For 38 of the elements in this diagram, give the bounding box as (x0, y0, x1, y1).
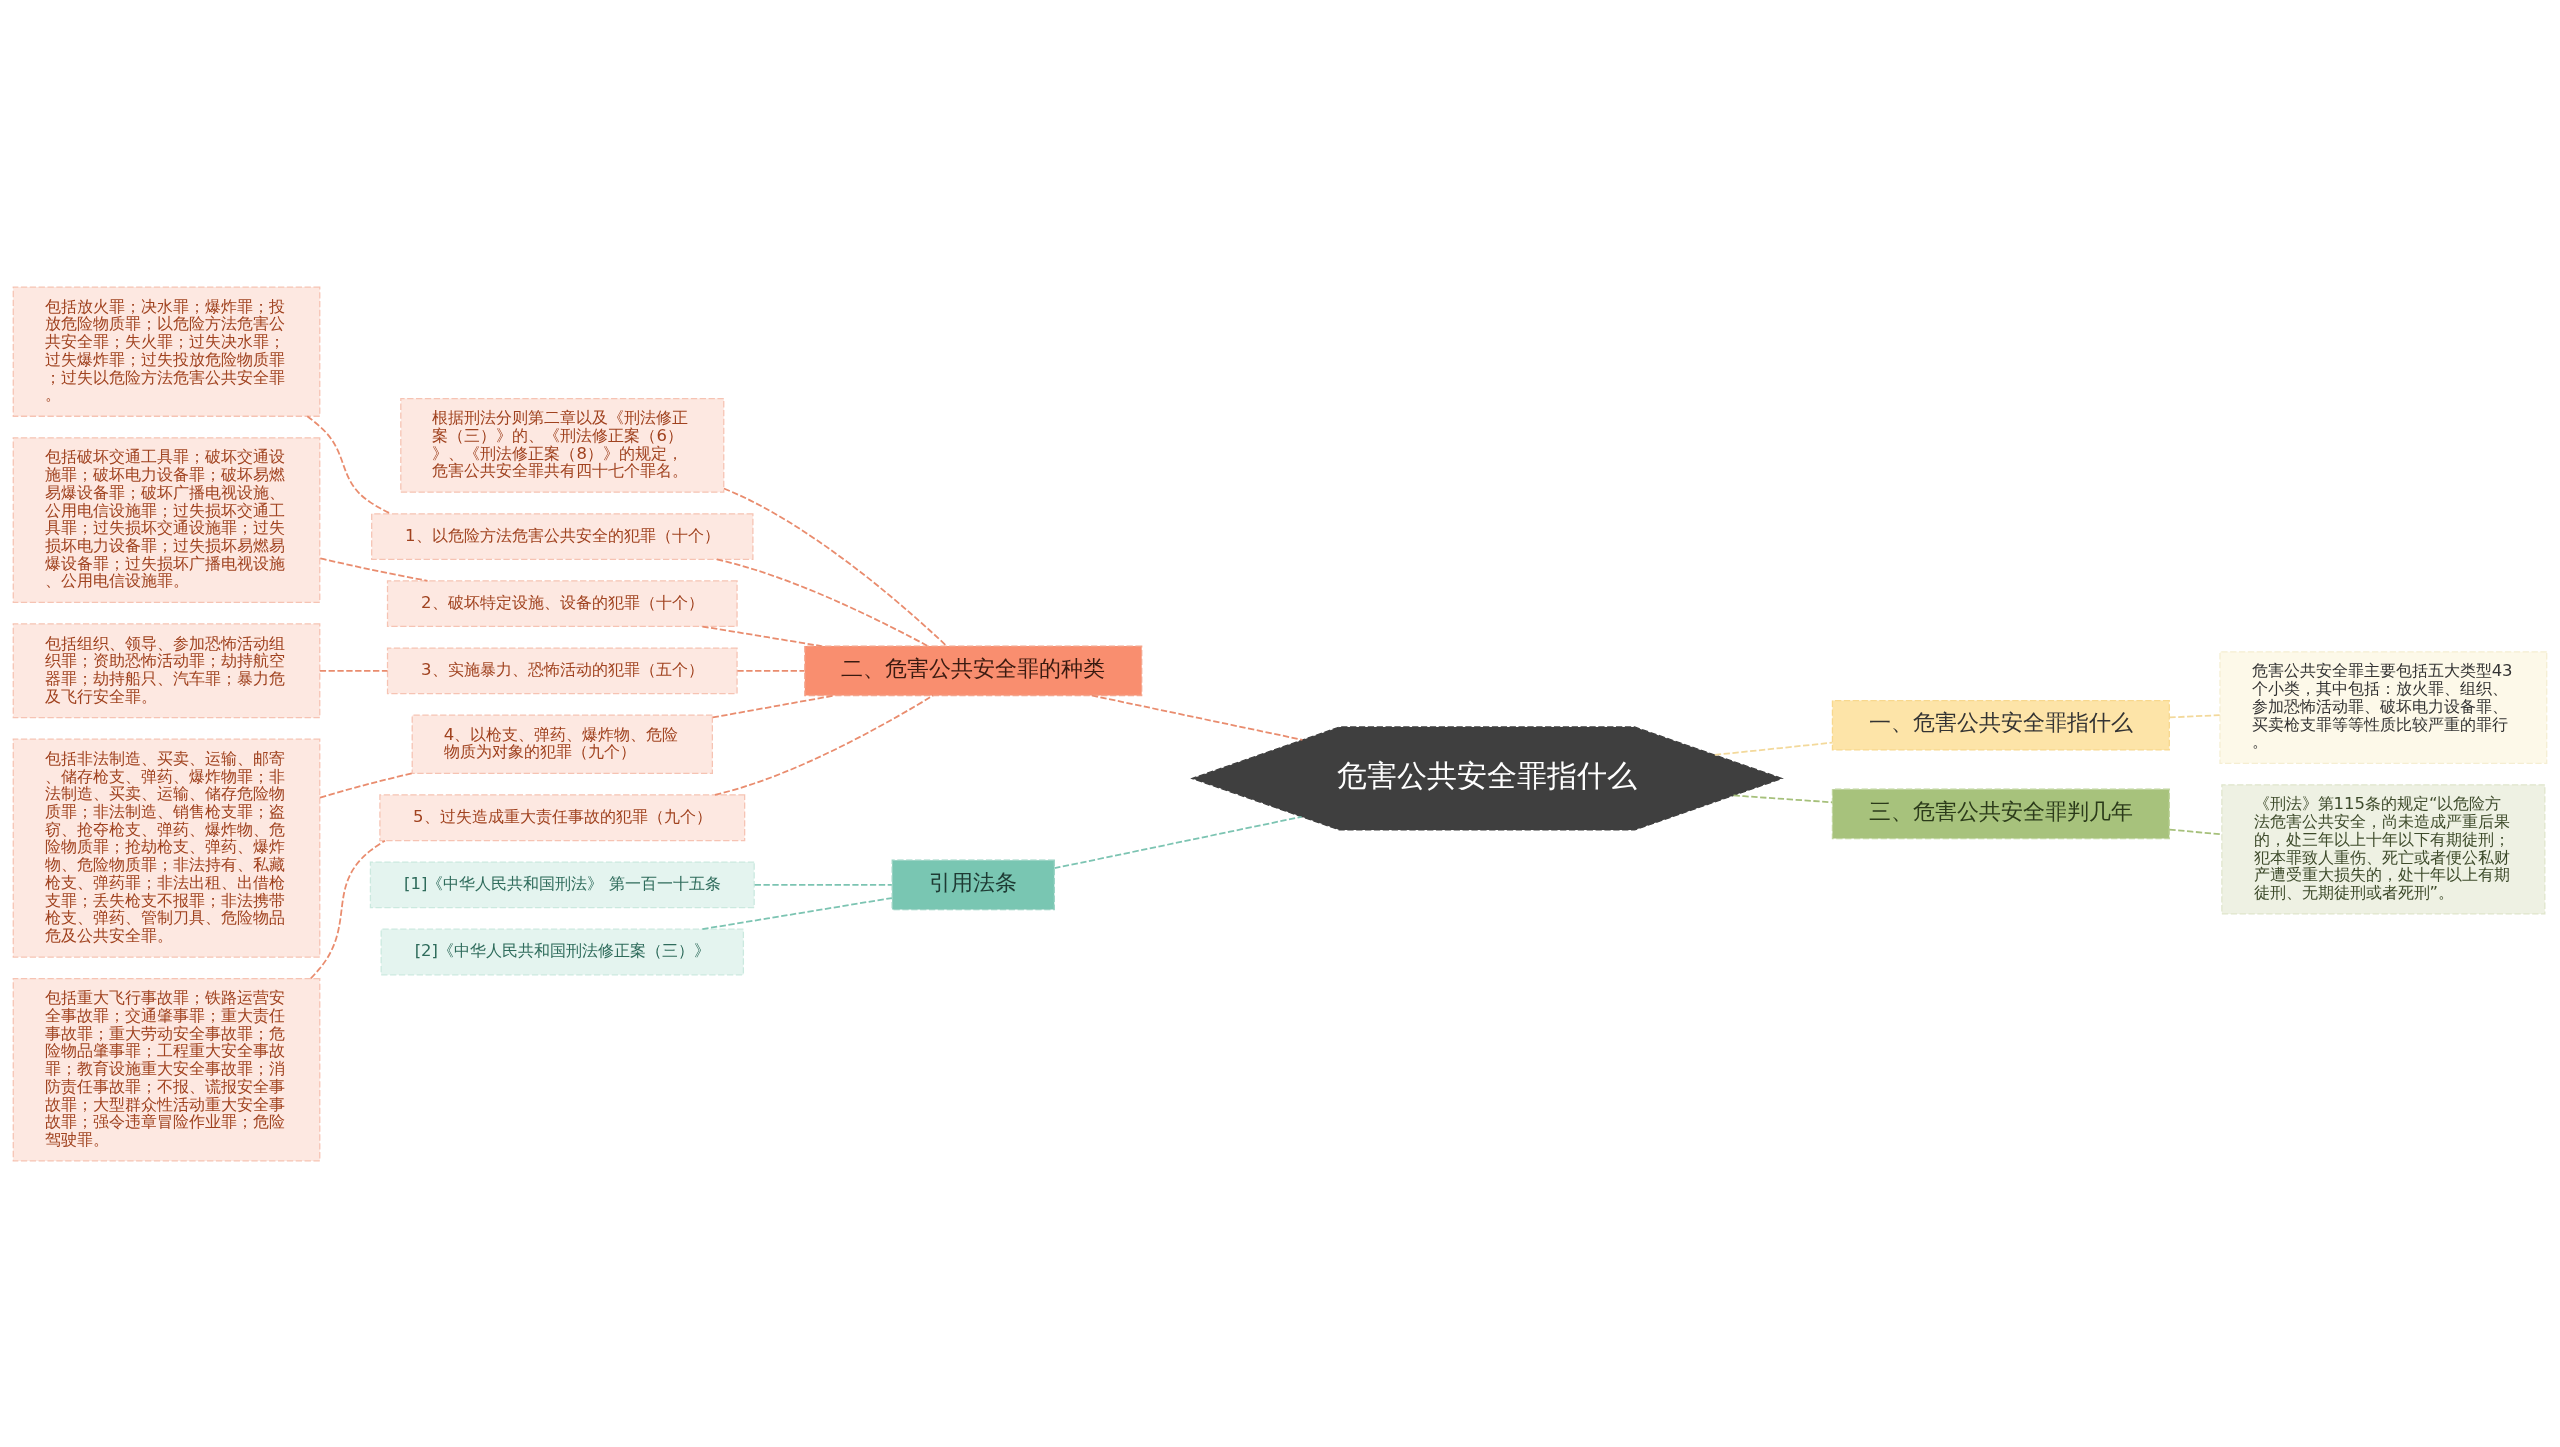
node-box: 包括重大飞行事故罪；铁路运营安全事故罪；交通肇事罪；重大责任事故罪；重大劳动安全事故罪；危险物品肇事罪；工程重大安全事故罪；教育设施重大安全事故罪；消防责任事故罪；不报、谎报安全事故罪；大型群众性活动重大安全事故罪；强令违章冒险作业罪；危险驾驶罪。 (12, 977, 321, 1162)
connector (319, 772, 413, 799)
node-box: 包括组织、领导、参加恐怖活动组织罪；资助恐怖活动罪；劫持航空器罪；劫持船只、汽车罪；暴力危及飞行安全罪。 (12, 622, 321, 718)
connector (1732, 794, 1834, 803)
connector (723, 487, 948, 647)
connector (319, 556, 429, 582)
node-box: 一、危害公共安全罪指什么 (1831, 699, 2170, 751)
connector (753, 883, 893, 886)
node-box: 包括破坏交通工具罪；破坏交通设施罪；破坏电力设备罪；破坏易燃易爆设备罪；破坏广播电视设施、公用电信设施罪；过失损坏交通工具罪；过失损坏交通设施罪；过失损坏电力设备罪；过失损坏易燃易爆设备罪；过失损坏广播电视设施、公用电信设施罪。 (12, 436, 321, 603)
connector (1053, 815, 1303, 869)
connector (2168, 713, 2221, 718)
node-box: 二、危害公共安全罪的种类 (804, 644, 1143, 696)
node-box: 危害公共安全罪主要包括五大类型43个小类，其中包括：放火罪、组织、参加恐怖活动罪、破坏电力设备罪、买卖枪支罪等等性质比较严重的罪行。 (2219, 650, 2548, 764)
connector (736, 669, 806, 672)
connector (711, 694, 836, 718)
connector (2168, 828, 2223, 835)
node-box: 引用法条 (891, 859, 1055, 910)
connector (318, 669, 389, 672)
connector (306, 414, 392, 515)
node-box: [2]《中华人民共和国刑法修正案（三）》 (380, 928, 745, 975)
node-box: 4、以枪支、弹药、爆炸物、危险物质为对象的犯罪（九个） (411, 714, 713, 774)
connector (1090, 694, 1304, 741)
connector (701, 896, 893, 930)
node-box: 《刑法》第115条的规定“以危险方法危害公共安全，尚未造成严重后果的，处三年以上十年以下有期徒刑；犯本罪致人重伤、死亡或者便公私财产遭受重大损失的，处十年以上有期徒刑、无期徒刑或者死刑”。 (2221, 783, 2546, 915)
node-box: 3、实施暴力、恐怖活动的犯罪（五个） (386, 646, 738, 694)
node-box: 5、过失造成重大责任事故的犯罪（九个） (379, 793, 746, 841)
connector (701, 625, 823, 647)
node-box: 包括非法制造、买卖、运输、邮寄、储存枪支、弹药、爆炸物罪；非法制造、买卖、运输、储存危险物质罪；非法制造、销售枪支罪；盗窃、抢夺枪支、弹药、爆炸物、危险物质罪；抢劫枪支、弹药、爆炸物、危险物质罪；非法持有、私藏枪支、弹药罪；非法出租、出借枪支罪；丢失枪支不报罪；非法携带枪支、弹药、管制刀具、危险物品危及公共安全罪。 (12, 738, 321, 958)
connector (1713, 741, 1834, 756)
connector (714, 694, 934, 796)
node-box: 1、以危险方法危害公共安全的犯罪（十个） (371, 512, 754, 560)
node-box: 三、危害公共安全罪判几年 (1831, 788, 2170, 839)
node-box: 包括放火罪；决水罪；爆炸罪；投放危险物质罪；以危险方法危害公共安全罪；失火罪；过失决水罪；过失爆炸罪；过失投放危险物质罪；过失以危险方法危害公共安全罪。 (12, 285, 321, 417)
connector (715, 557, 929, 647)
node-box: [1]《中华人民共和国刑法》 第一百一十五条 (369, 860, 755, 908)
connector (309, 839, 386, 979)
node-box: 根据刑法分则第二章以及《刑法修正案（三）》的、《刑法修正案（6）》、《刑法修正案（8）》的规定，危害公共安全罪共有四十七个罪名。 (400, 397, 725, 493)
node-box: 2、破坏特定设施、设备的犯罪（十个） (386, 579, 738, 627)
